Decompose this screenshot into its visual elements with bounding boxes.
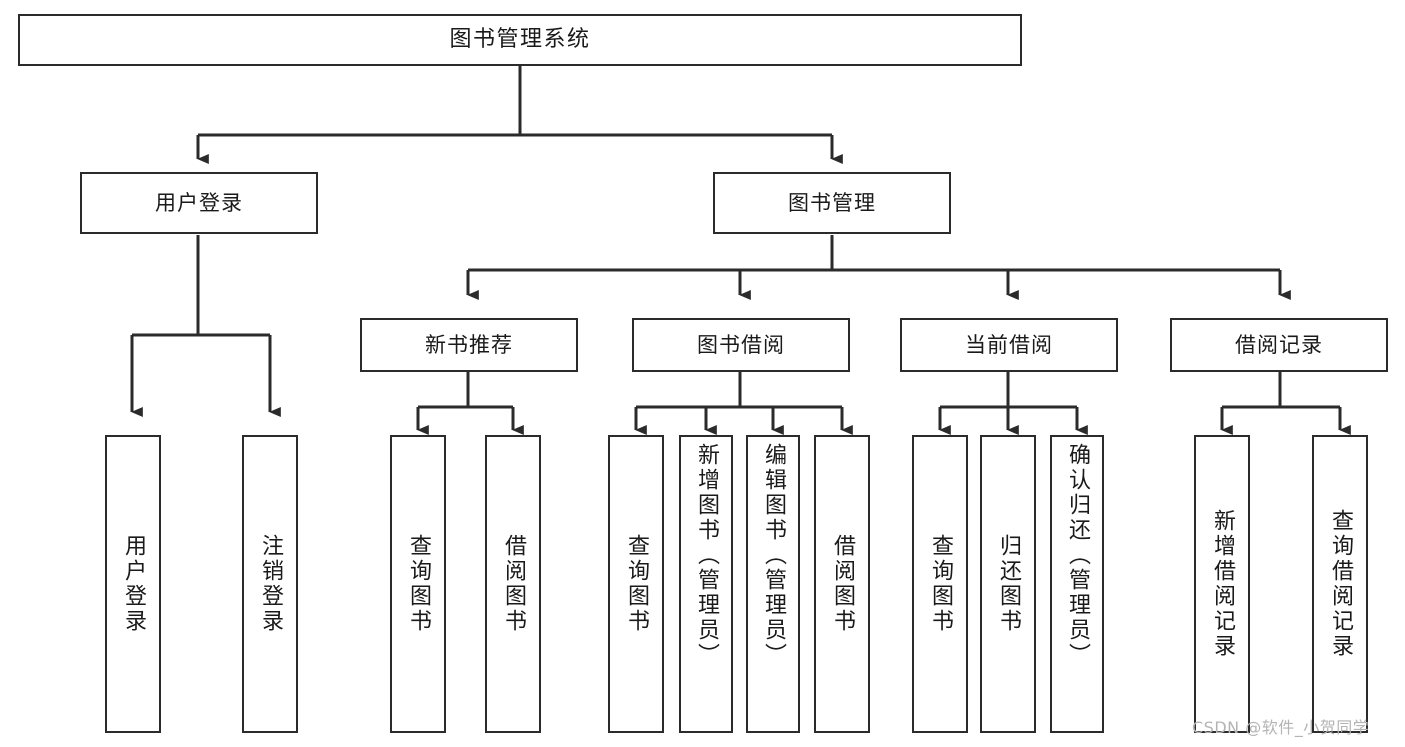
leaf-new-book-query-label: 查询图书 [406,534,431,634]
leaf-new-book-query[interactable]: 查询图书 [390,435,446,733]
node-book-borrow-label: 图书借阅 [697,332,785,357]
leaf-user-login-logout[interactable]: 注销登录 [242,435,298,733]
node-root-label: 图书管理系统 [449,27,591,53]
leaf-borrow-edit-book[interactable]: 编辑图书（管理员） [746,435,800,733]
leaf-borrow-borrow-book-label: 借阅图书 [830,534,855,634]
leaf-new-book-borrow[interactable]: 借阅图书 [485,435,541,733]
node-current-borrow-label: 当前借阅 [965,332,1053,357]
leaf-borrow-edit-book-label: 编辑图书（管理员） [761,443,786,668]
leaf-user-login-login-label: 用户登录 [121,534,146,634]
leaf-records-add-record[interactable]: 新增借阅记录 [1194,435,1250,733]
leaf-records-query-record[interactable]: 查询借阅记录 [1312,435,1368,733]
node-current-borrow[interactable]: 当前借阅 [900,318,1118,372]
node-user-login-label: 用户登录 [155,190,243,215]
node-user-login[interactable]: 用户登录 [80,172,318,234]
leaf-records-add-record-label: 新增借阅记录 [1210,509,1235,659]
leaf-current-confirm-return-label: 确认归还（管理员） [1065,443,1090,668]
node-borrow-records-label: 借阅记录 [1235,332,1323,357]
leaf-borrow-borrow-book[interactable]: 借阅图书 [814,435,870,733]
node-new-book-recommend[interactable]: 新书推荐 [360,318,578,372]
leaf-current-return-book-label: 归还图书 [996,534,1021,634]
leaf-current-return-book[interactable]: 归还图书 [980,435,1036,733]
leaf-current-query-book-label: 查询图书 [928,534,953,634]
node-new-book-recommend-label: 新书推荐 [425,332,513,357]
node-borrow-records[interactable]: 借阅记录 [1170,318,1388,372]
leaf-user-login-login[interactable]: 用户登录 [105,435,161,733]
leaf-new-book-borrow-label: 借阅图书 [501,534,526,634]
watermark-text: CSDN @软件_小贺同学 [1192,718,1370,737]
leaf-borrow-query-book[interactable]: 查询图书 [608,435,664,733]
node-book-management[interactable]: 图书管理 [713,172,951,234]
leaf-borrow-add-book-label: 新增图书（管理员） [694,443,719,668]
leaf-current-query-book[interactable]: 查询图书 [912,435,968,733]
node-book-management-label: 图书管理 [788,190,876,215]
leaf-borrow-query-book-label: 查询图书 [624,534,649,634]
node-root[interactable]: 图书管理系统 [18,14,1022,66]
leaf-borrow-add-book[interactable]: 新增图书（管理员） [679,435,733,733]
leaf-user-login-logout-label: 注销登录 [258,534,283,634]
leaf-current-confirm-return[interactable]: 确认归还（管理员） [1050,435,1104,733]
leaf-records-query-record-label: 查询借阅记录 [1328,509,1353,659]
node-book-borrow[interactable]: 图书借阅 [632,318,850,372]
